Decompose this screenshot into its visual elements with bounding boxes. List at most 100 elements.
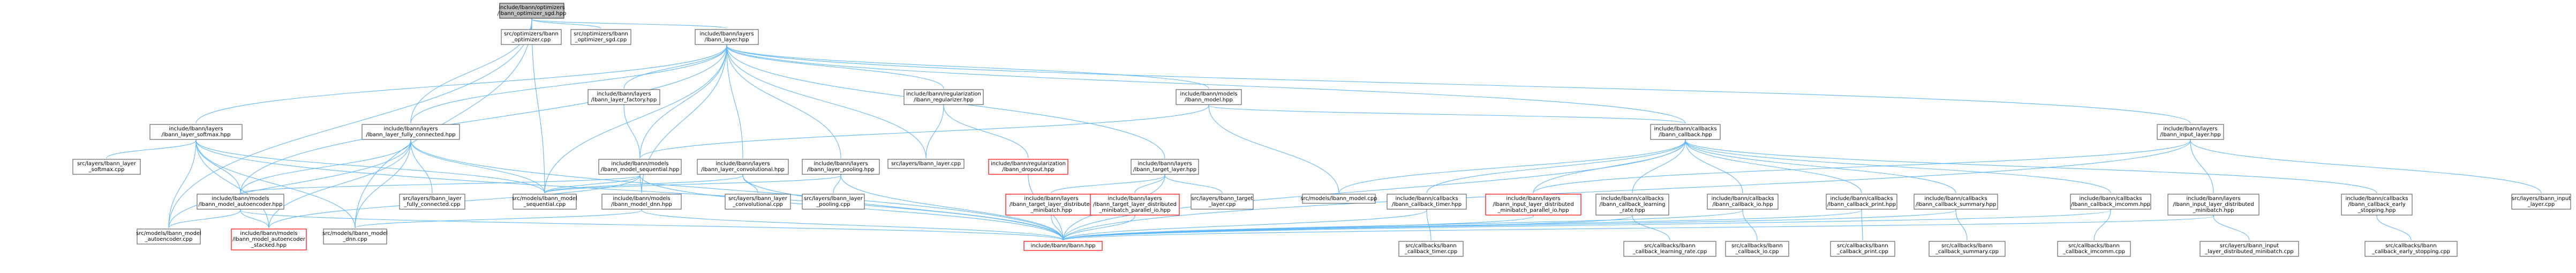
node-stacked-hpp[interactable]: include/lbann/models/lbann_model_autoenc… [231,228,307,250]
node-label-line: include/lbann/layers [1138,161,1192,167]
edge-layer_hpp-to-callback_hpp [724,41,1686,124]
node-dropout-hpp[interactable]: include/lbann/regularization/lbann_dropo… [988,159,1068,175]
node-input-layer-hpp[interactable]: include/lbann/layers/lbann_input_layer.h… [2157,124,2224,140]
node-fc-hpp[interactable]: include/lbann/layers/lbann_layer_fully_c… [361,124,460,140]
node-label-line: _autoencoder.cpp [145,237,193,242]
edge-layer_hpp-to-conv_hpp [724,41,743,159]
edge-target_par_hpp-to-lbann_hpp [1063,211,1138,241]
node-dnn-hpp[interactable]: include/lbann/models/lbann_model_dnn.hpp [601,194,682,210]
node-target-dist-hpp[interactable]: include/lbann/layers/lbann_target_layer_… [1005,194,1097,216]
node-label-line: _minibatch.hpp [1030,208,1072,213]
edge-layer_hpp-to-model_seq_cpp [544,41,729,194]
node-box [1914,194,1998,210]
node-cb-timer-hpp[interactable]: include/lbann/callbacks/lbann_callback_t… [1387,194,1467,210]
node-model-seq-hpp[interactable]: include/lbann/models/lbann_model_sequent… [598,159,682,175]
node-cb-imcomm-cpp[interactable]: src/callbacks/lbann_callback_imcomm.cpp [2057,241,2131,257]
node-cb-timer-cpp[interactable]: src/callbacks/lbann_callback_timer.cpp [1398,241,1464,257]
node-fc-cpp[interactable]: src/layers/lbann_layer_fully_connected.c… [399,194,465,210]
node-box [1302,194,1376,204]
node-autoenc-hpp[interactable]: include/lbann/models/lbann_model_autoenc… [197,194,284,210]
edge-cb_imcomm_hpp-to-lbann_hpp [1063,205,2113,241]
node-label-line: src/models/lbann_model.cpp [1300,196,1377,202]
node-label-line: _callback_imcomm.cpp [2062,249,2125,255]
node-pooling-cpp[interactable]: src/layers/lbann_layer_pooling.cpp [802,194,865,210]
node-label-line: /lbann_callback_timer.hpp [1392,202,1462,208]
edge-autoenc_hpp-to-stacked_hpp [238,205,269,228]
node-layer-hpp[interactable]: include/lbann/layers/lbann_layer.hpp [695,29,759,45]
node-softmax-hpp[interactable]: include/lbann/layers/lbann_layer_softmax… [149,124,243,140]
node-autoenc-cpp[interactable]: src/models/lbann_model_autoencoder.cpp [136,228,201,245]
node-conv-cpp[interactable]: src/layers/lbann_layer_convolutional.cpp [725,194,791,210]
edge-fc_hpp-to-dnn_cpp [355,136,413,228]
edge-regularizer_hpp-to-dropout_hpp [941,101,1029,159]
node-label-line: include/lbann/layers [169,126,223,132]
edge-fc_hpp-to-lbann_hpp [408,136,1064,241]
node-input-cpp[interactable]: src/layers/lbann_input_layer.cpp [2511,194,2571,210]
node-lbann-hpp[interactable]: include/lbann/lbann.hpp [1023,241,1103,251]
node-label-line: /lbann_model_autoencoder.hpp [199,202,283,208]
node-box [2200,241,2299,257]
node-model-cpp[interactable]: src/models/lbann_model.cpp [1300,194,1377,204]
node-label-line: src/layers/lbann_layer [804,196,863,202]
node-target-layer-hpp[interactable]: include/lbann/layers/lbann_target_layer.… [1131,159,1199,175]
edge-callback_hpp-to-lbann_hpp [1063,136,1688,241]
node-cb-print-hpp[interactable]: include/lbann/callbacks/lbann_callback_p… [1826,194,1897,210]
node-conv-hpp[interactable]: include/lbann/layers/lbann_layer_convolu… [697,159,789,175]
node-layer-cpp[interactable]: src/layers/lbann_layer.cpp [887,159,965,169]
node-cb-print-cpp[interactable]: src/callbacks/lbann_callback_print.cpp [1830,241,1895,257]
node-cb-early-hpp[interactable]: include/lbann/callbacks/lbann_callback_e… [2341,194,2413,216]
node-cb-lr-hpp[interactable]: include/lbann/callbacks/lbann_callback_l… [1595,194,1669,216]
edge-input_layer_hpp-to-input_dist_hpp [2188,136,2214,194]
edge-root-to-dnn_cpp [355,14,534,228]
node-input-dist-cpp[interactable]: src/layers/lbann_input_layer_distributed… [2200,241,2299,257]
edge-callback_hpp-to-cb_early_hpp [1683,136,2377,194]
node-label-line: src/optimizers/lbann [504,31,559,37]
node-label-line: /lbann_input_layer_distributed [1493,202,1573,208]
edge-model_hpp-to-model_seq_hpp [639,101,1211,159]
node-callback-hpp[interactable]: include/lbann/callbacks/lbann_callback.h… [1650,124,1721,140]
edge-callback_hpp-to-cb_timer_hpp [1426,136,1688,194]
node-label-line: src/layers/lbann_target [1192,196,1253,202]
node-dnn-cpp[interactable]: src/models/lbann_model_dnn.cpp [322,228,388,245]
node-label-line: src/layers/lbann_layer [77,161,137,167]
node-box [1826,194,1897,210]
node-cb-summary-hpp[interactable]: include/lbann/callbacks/lbann_callback_s… [1914,194,1998,210]
edge-autoenc_hpp-to-autoenc_cpp [168,205,243,228]
node-label-line: /lbann_layer_softmax.hpp [162,132,231,138]
node-label-line: _layer.cpp [1208,202,1236,208]
node-label-line: include/lbann/callbacks [1711,196,1774,202]
node-model-seq-cpp[interactable]: src/models/lbann_model_sequential.cpp [512,194,577,210]
node-box [1595,194,1669,216]
node-label-line: src/callbacks/lbann [1731,243,1782,249]
node-cb-lr-cpp[interactable]: src/callbacks/lbann_callback_learning_ra… [1623,241,1716,257]
node-label-line: include/lbann/models [1180,91,1237,97]
edge-regularizer_hpp-to-layer_cpp [925,101,946,159]
node-target-cpp[interactable]: src/layers/lbann_target_layer.cpp [1191,194,1254,210]
node-root[interactable]: include/lbann/optimizers/lbann_optimizer… [498,3,567,19]
node-target-par-hpp[interactable]: include/lbann/layers/lbann_target_layer_… [1090,194,1180,216]
node-input-dist-hpp[interactable]: include/lbann/layers/lbann_input_layer_d… [2167,194,2259,216]
node-cb-imcomm-hpp[interactable]: include/lbann/callbacks/lbann_callback_i… [2070,194,2151,210]
node-regularizer-hpp[interactable]: include/lbann/regularization/lbann_regul… [903,89,984,105]
node-input-dist-par-hpp[interactable]: include/lbann/layers/lbann_input_layer_d… [1485,194,1581,216]
node-cb-io-hpp[interactable]: include/lbann/callbacks/lbann_callback_i… [1707,194,1779,210]
node-cb-summary-cpp[interactable]: src/callbacks/lbann_callback_summary.cpp [1929,241,2006,257]
edge-root-to-model_seq_cpp [529,14,545,194]
edge-callback_hpp-to-cb_lr_hpp [1632,136,1688,194]
node-softmax-cpp[interactable]: src/layers/lbann_layer_softmax.cpp [72,159,141,175]
node-model-hpp[interactable]: include/lbann/models/lbann_model.hpp [1176,89,1242,105]
node-label-line: src/callbacks/lbann [1941,243,1992,249]
edge-root-to-autoenc_cpp [168,14,534,228]
node-cb-early-cpp[interactable]: src/callbacks/lbann_callback_early_stopp… [2364,241,2458,257]
node-factory-hpp[interactable]: include/lbann/layers/lbann_layer_factory… [587,89,660,105]
node-label-line: _optimizer_sgd.cpp [575,37,627,43]
edge-cb_print_hpp-to-lbann_hpp [1063,205,1864,241]
node-sgd-cpp[interactable]: src/optimizers/lbann_optimizer_sgd.cpp [570,29,631,45]
edge-model_seq_hpp-to-model_seq_cpp [544,171,643,194]
node-cb-io-cpp[interactable]: src/callbacks/lbann_callback_io.cpp [1725,241,1789,257]
node-label-line: _minibatch_parallel_io.hpp [1497,208,1569,213]
node-pooling-hpp[interactable]: include/lbann/layers/lbann_layer_pooling… [802,159,880,175]
node-label-line: src/callbacks/lbann [1405,243,1456,249]
node-opt-cpp[interactable]: src/optimizers/lbann_optimizer.cpp [501,29,562,45]
edge-cb_summary_hpp-to-lbann_hpp [1063,205,1959,241]
